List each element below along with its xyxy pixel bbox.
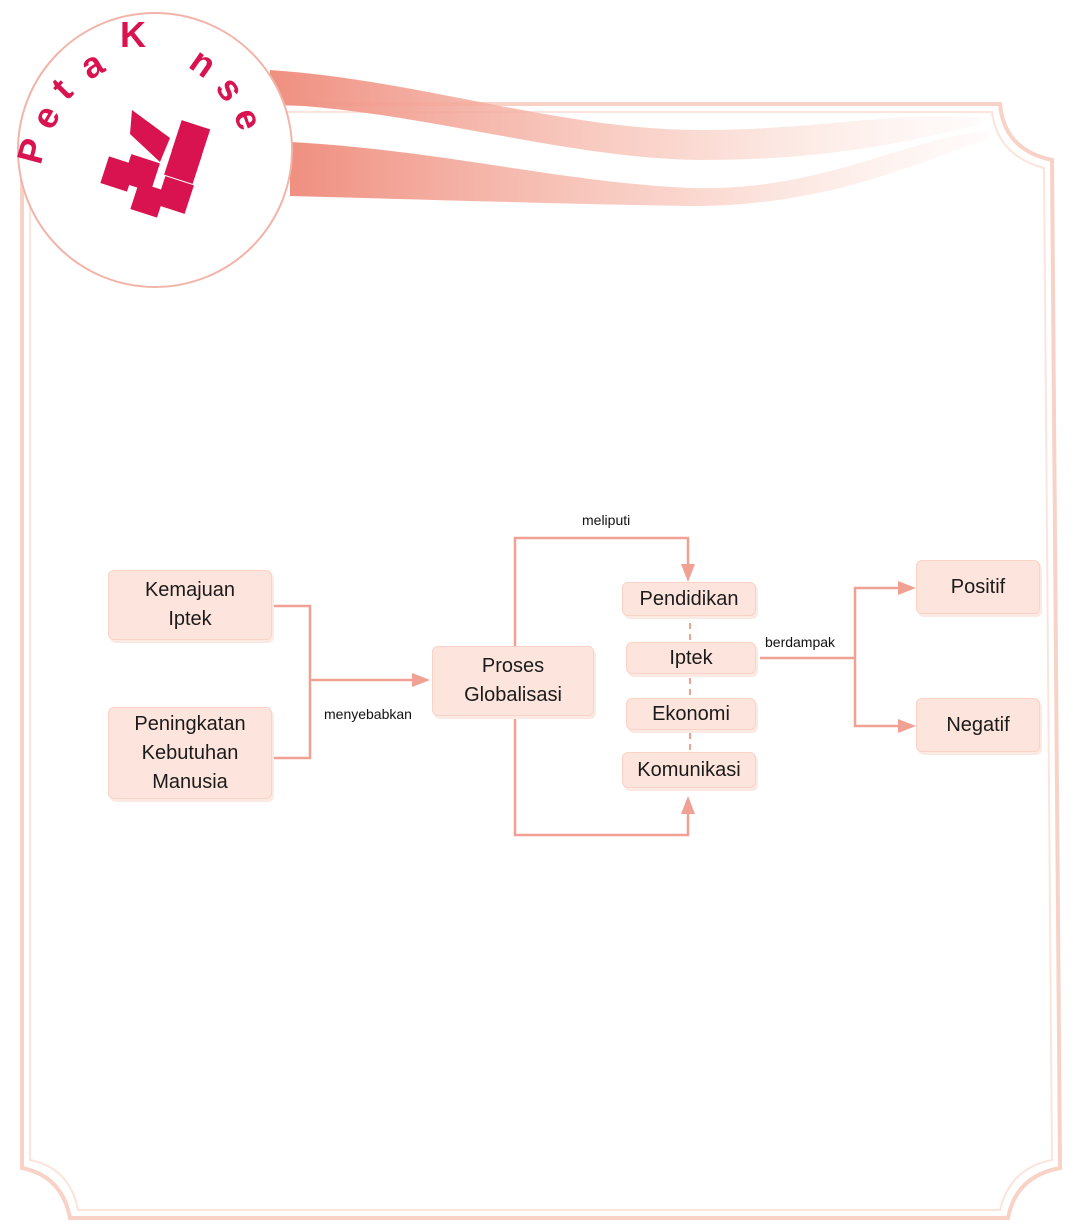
connector-bottom-loop: [513, 716, 690, 837]
arrowhead-negatif: [898, 719, 916, 733]
node-kemajuan-iptek: Kemajuan Iptek: [108, 570, 272, 640]
connector-positif: [853, 586, 898, 658]
logo-letter-k: K: [120, 14, 146, 55]
node-proses-globalisasi: Proses Globalisasi: [432, 646, 594, 716]
edge-label-meliputi: meliputi: [582, 512, 631, 528]
node-iptek: Iptek: [626, 642, 756, 674]
connector-meliputi: [513, 536, 690, 646]
connector-negatif: [853, 658, 898, 728]
edge-label-berdampak: berdampak: [765, 634, 836, 650]
node-ekonomi: Ekonomi: [626, 698, 756, 730]
logo-mark: [100, 110, 211, 218]
connector-kemajuan: [272, 604, 312, 680]
node-positif: Positif: [916, 560, 1040, 614]
ribbon-bottom: [290, 130, 990, 206]
arrowhead-positif: [898, 581, 916, 595]
edge-label-menyebabkan: menyebabkan: [324, 706, 412, 722]
arrowhead-komunikasi: [681, 796, 695, 814]
node-pendidikan: Pendidikan: [622, 582, 756, 616]
node-komunikasi: Komunikasi: [622, 752, 756, 788]
arrowhead-proses: [412, 673, 430, 687]
arrowhead-pendidikan: [681, 564, 695, 582]
connector-group: [272, 536, 898, 837]
node-peningkatan-kebutuhan: Peningkatan Kebutuhan Manusia: [108, 707, 272, 799]
connector-peningkatan: [272, 680, 312, 760]
ribbon-top: [270, 70, 980, 160]
node-negatif: Negatif: [916, 698, 1040, 752]
